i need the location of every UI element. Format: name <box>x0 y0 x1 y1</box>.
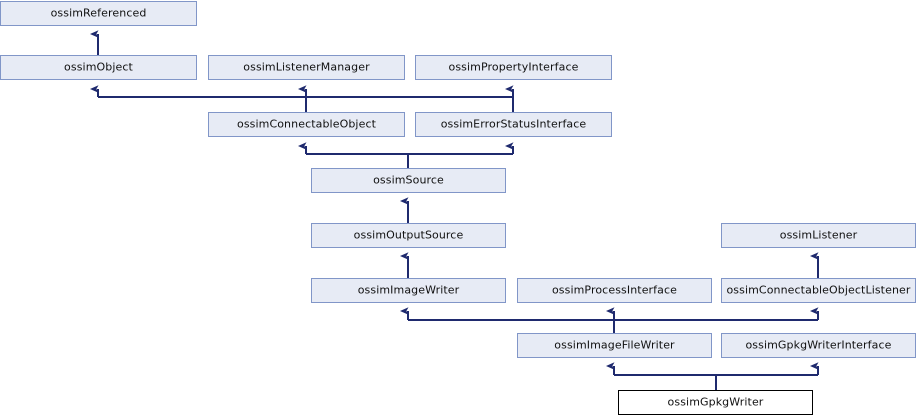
class-node-ossimOutputSource[interactable]: ossimOutputSource <box>311 223 506 248</box>
class-node-label: ossimObject <box>64 60 133 74</box>
class-node-label: ossimProcessInterface <box>551 283 678 297</box>
class-node-ossimPropertyInterface[interactable]: ossimPropertyInterface <box>415 55 612 80</box>
class-node-label: ossimListener <box>779 228 858 242</box>
class-node-label: ossimGpkgWriterInterface <box>745 338 892 352</box>
class-node-ossimConnectableObject[interactable]: ossimConnectableObject <box>208 112 405 137</box>
class-node-label: ossimPropertyInterface <box>448 60 579 74</box>
class-node-ossimGpkgWriter[interactable]: ossimGpkgWriter <box>618 390 813 415</box>
class-node-ossimListener[interactable]: ossimListener <box>721 223 916 248</box>
class-node-label: ossimOutputSource <box>353 228 464 242</box>
class-node-ossimImageFileWriter[interactable]: ossimImageFileWriter <box>517 333 712 358</box>
class-node-ossimConnectableObjectListener[interactable]: ossimConnectableObjectListener <box>721 278 916 303</box>
class-node-ossimReferenced[interactable]: ossimReferenced <box>0 1 197 26</box>
class-node-ossimErrorStatusInterface[interactable]: ossimErrorStatusInterface <box>415 112 612 137</box>
class-node-label: ossimErrorStatusInterface <box>440 117 587 131</box>
class-node-label: ossimConnectableObjectListener <box>726 283 911 297</box>
class-node-ossimListenerManager[interactable]: ossimListenerManager <box>208 55 405 80</box>
class-node-label: ossimGpkgWriter <box>667 395 764 409</box>
class-node-label: ossimConnectableObject <box>236 117 377 131</box>
class-node-label: ossimReferenced <box>50 6 147 20</box>
class-node-ossimProcessInterface[interactable]: ossimProcessInterface <box>517 278 712 303</box>
class-node-ossimGpkgWriterInterface[interactable]: ossimGpkgWriterInterface <box>721 333 916 358</box>
class-node-ossimImageWriter[interactable]: ossimImageWriter <box>311 278 506 303</box>
class-node-ossimObject[interactable]: ossimObject <box>0 55 197 80</box>
class-node-label: ossimSource <box>373 173 444 187</box>
class-node-label: ossimImageWriter <box>357 283 460 297</box>
class-node-label: ossimListenerManager <box>243 60 370 74</box>
class-node-label: ossimImageFileWriter <box>554 338 675 352</box>
class-node-ossimSource[interactable]: ossimSource <box>311 168 506 193</box>
